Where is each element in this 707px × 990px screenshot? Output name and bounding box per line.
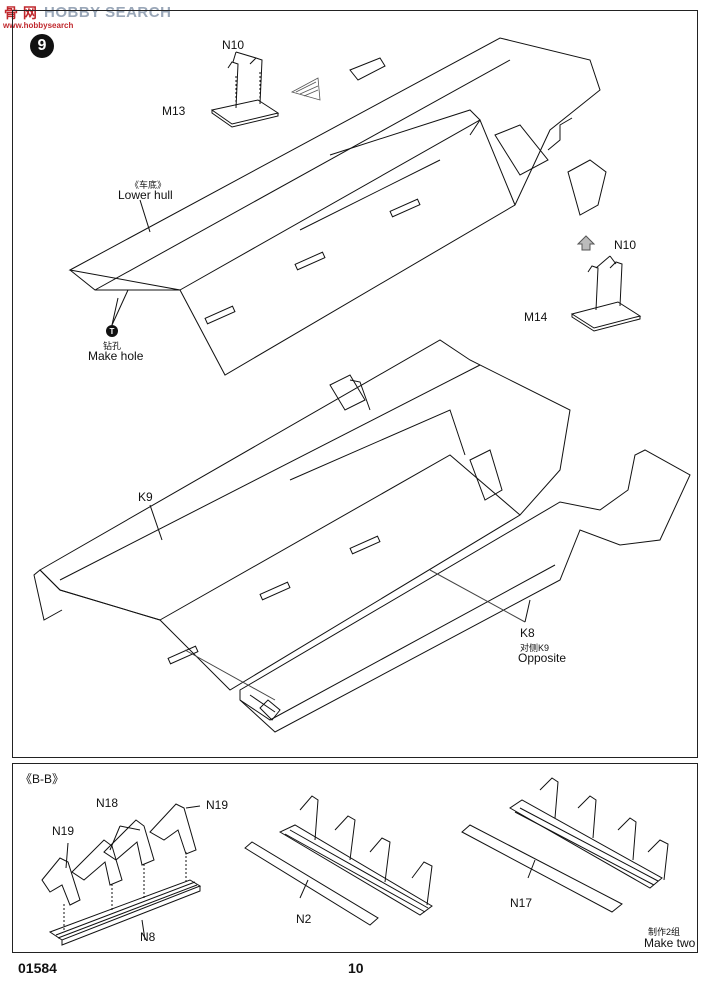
label-k8-opposite-cn: 对侧K9 (520, 643, 550, 653)
label-make-hole-en: Make hole (88, 349, 144, 363)
label-n10-top: N10 (222, 38, 245, 52)
lower-hull-drawing (68, 37, 607, 376)
watermark-url: www.hobbysearch (3, 21, 74, 30)
label-lower-hull-cn: 《车底》 (130, 180, 167, 190)
label-make-two-en: Make two (644, 936, 696, 950)
k9-hull-drawing (33, 339, 571, 691)
m14-part-drawing (570, 255, 642, 332)
section-bb-panel (12, 763, 698, 953)
label-n17: N17 (510, 896, 533, 910)
label-n8: N8 (140, 930, 156, 944)
label-n2: N2 (296, 912, 312, 926)
step-9-panel (12, 10, 698, 758)
section-bb-title: 《B-B》 (20, 772, 65, 786)
label-k9: K9 (138, 490, 153, 504)
label-n19-right: N19 (206, 798, 229, 812)
m13-part-drawing (210, 51, 280, 128)
product-code: 01584 (18, 960, 57, 976)
n8-n18-n19-assembly-drawing (41, 803, 202, 946)
label-k8: K8 (520, 626, 535, 640)
page-number: 10 (348, 960, 364, 976)
label-n18: N18 (96, 796, 119, 810)
label-n19-left: N19 (52, 824, 75, 838)
label-make-hole-cn: 钻孔 (103, 341, 122, 351)
label-n10-right: N10 (614, 238, 637, 252)
hatch-arrow-icon (290, 77, 321, 101)
k8-side-plate-drawing (184, 449, 691, 733)
step-number-badge: 9 (30, 34, 54, 58)
label-lower-hull-en: Lower hull (118, 188, 173, 202)
label-make-two-cn: 制作2组 (648, 927, 681, 937)
n2-assembly-drawing (244, 795, 433, 926)
n17-assembly-drawing (461, 777, 669, 913)
up-arrow-icon (576, 235, 596, 251)
label-m13: M13 (162, 104, 186, 118)
make-hole-icon: T (106, 325, 118, 337)
label-m14: M14 (524, 310, 548, 324)
label-k8-opposite-en: Opposite (518, 651, 567, 665)
watermark-text: HOBBY SEARCH (44, 4, 172, 21)
